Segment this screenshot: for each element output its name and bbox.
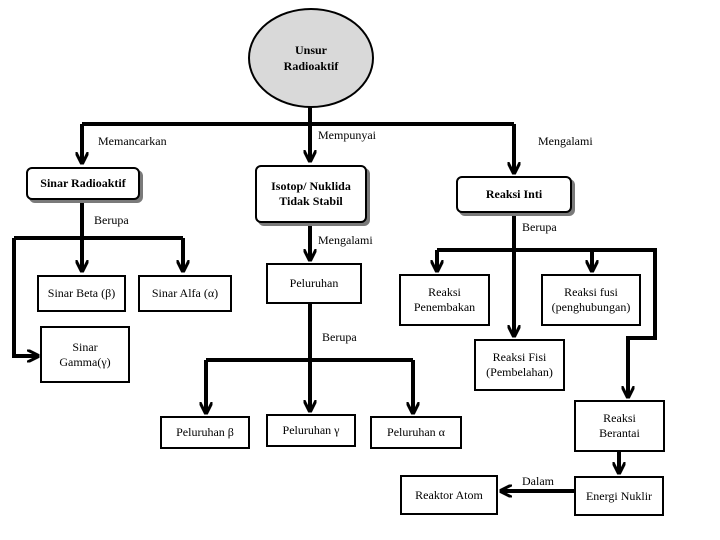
node-sinar-beta: Sinar Beta (β) (37, 275, 126, 312)
node-peluruhan: Peluruhan (266, 263, 362, 304)
arrow-to-reaksi-berantai (437, 248, 657, 396)
node-sinar-radioaktif: Sinar Radioaktif (26, 167, 140, 200)
node-sinar-gamma: Sinar Gamma(γ) (40, 326, 130, 383)
node-peluruhan-beta: Peluruhan β (160, 416, 250, 449)
edge-label-dalam: Dalam (522, 474, 554, 488)
node-isotop-nuklida: Isotop/ Nuklida Tidak Stabil (255, 165, 367, 223)
node-reaksi-inti: Reaksi Inti (456, 176, 572, 213)
edge-label-berupa-right: Berupa (522, 220, 557, 234)
node-reaksi-penembakan: Reaksi Penembakan (399, 274, 490, 326)
node-reaksi-fusi: Reaksi fusi (penghubungan) (541, 274, 641, 326)
edge-label-memancarkan: Memancarkan (98, 134, 167, 148)
edge-label-berupa-left: Berupa (94, 213, 129, 227)
edge-label-mengalami-top: Mengalami (538, 134, 593, 148)
edge-label-mempunyai: Mempunyai (318, 128, 376, 142)
edge-label-mengalami-mid: Mengalami (318, 233, 373, 247)
node-reaksi-fisi: Reaksi Fisi (Pembelahan) (474, 339, 565, 391)
node-peluruhan-gamma: Peluruhan γ (266, 414, 356, 447)
node-energi-nuklir: Energi Nuklir (574, 476, 664, 516)
node-peluruhan-alfa: Peluruhan α (370, 416, 462, 449)
node-reaksi-berantai: Reaksi Berantai (574, 400, 665, 452)
root-node-unsur-radioaktif: Unsur Radioaktif (248, 8, 374, 108)
arrow-to-sinar-gamma (12, 238, 37, 356)
edge-label-berupa-mid: Berupa (322, 330, 357, 344)
node-sinar-alfa: Sinar Alfa (α) (138, 275, 232, 312)
node-reaktor-atom: Reaktor Atom (400, 475, 498, 515)
